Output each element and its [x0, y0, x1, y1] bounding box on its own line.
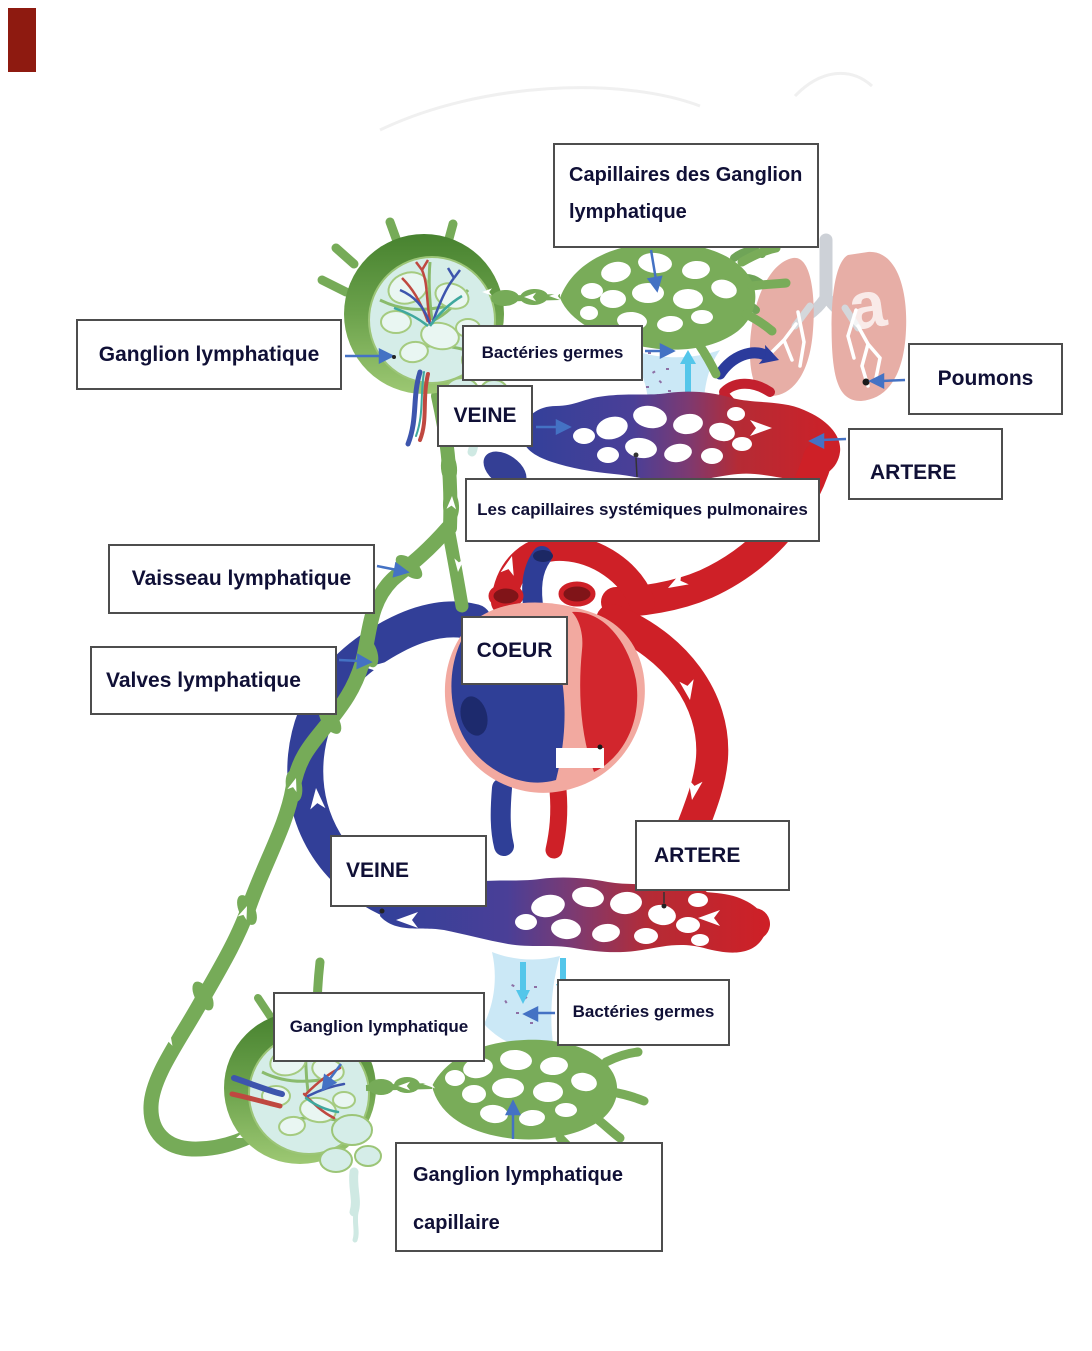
label-arrows — [316, 249, 906, 1139]
cut-vessel-opening — [488, 583, 524, 609]
capillary-holes-top — [573, 405, 752, 464]
cut-vessel-opening — [558, 581, 596, 607]
node-lobules — [380, 271, 481, 364]
label-veine-top: VEINE — [437, 385, 533, 447]
label-vaisseau-lymphatique: Vaisseau lymphatique — [108, 544, 375, 614]
label-capillaires-ganglion: Capillaires des Ganglion lymphatique — [553, 143, 819, 248]
label-artere-bottom: ARTERE — [635, 820, 790, 891]
node-lobules — [261, 1047, 356, 1137]
label-ganglion-capillaire: Ganglion lymphatique capillaire — [395, 1142, 663, 1252]
label-bacteries-bottom: Bactéries germes — [557, 979, 730, 1046]
lymph-loop — [143, 992, 282, 1157]
lymphatic-vessel — [143, 389, 469, 1157]
label-text: Bactéries germes — [481, 342, 624, 362]
bronchi-branches — [770, 308, 882, 388]
mesh-holes-bottom — [445, 1049, 597, 1127]
label-poumons: Poumons — [908, 343, 1063, 415]
label-text: VEINE — [346, 859, 410, 883]
red-curl-arrow — [719, 378, 775, 397]
tissue-fluid-top — [628, 348, 720, 400]
germ-specks-bottom — [504, 970, 537, 1024]
label-text: Valves lymphatique — [106, 668, 301, 692]
label-text: VEINE — [453, 404, 517, 428]
label-text: Ganglion lymphatique — [98, 342, 320, 366]
right-lung-lobe — [831, 251, 907, 401]
blue-curl-arrowhead — [758, 344, 779, 364]
label-text-line2: capillaire — [413, 1212, 500, 1234]
fluid-up-arrowhead — [680, 350, 696, 364]
node-hilum-vessels — [393, 259, 463, 327]
aortic-arch — [491, 534, 655, 615]
label-bacteries-top: Bactéries germes — [462, 325, 643, 381]
lymph-valve-bulges — [192, 452, 460, 1011]
lungs: a — [749, 233, 907, 401]
label-capillaires-systemiques: Les capillaires systémiques pulmonaires — [465, 478, 820, 542]
label-text: Capillaires des Ganglion lymphatique — [569, 164, 803, 223]
label-text: Vaisseau lymphatique — [131, 567, 352, 591]
blue-curl-arrow — [714, 347, 774, 380]
label-text: Ganglion lymphatique — [289, 1016, 469, 1036]
label-valves-lymphatique: Valves lymphatique — [90, 646, 337, 715]
faint-background-arcs — [379, 71, 874, 132]
lung-pointer-dot — [862, 378, 870, 386]
label-text: COEUR — [476, 638, 553, 662]
label-artere-top: ARTERE — [848, 428, 1003, 500]
label-text: ARTERE — [654, 843, 741, 867]
label-text: ARTERE — [870, 460, 957, 484]
label-coeur: COEUR — [461, 616, 568, 685]
label-ganglion-top: Ganglion lymphatique — [76, 319, 342, 390]
node-vessel-dangles — [405, 369, 430, 447]
label-veine-bottom: VEINE — [330, 835, 487, 907]
label-text-line1: Ganglion lymphatique — [413, 1164, 624, 1186]
label-connector-marks — [379, 452, 667, 914]
capillary-holes-bottom — [515, 886, 709, 946]
lymph-capillary-mesh-bottom — [365, 1039, 649, 1167]
label-ganglion-bottom: Ganglion lymphatique — [273, 992, 485, 1062]
heart-left-side-red — [572, 611, 638, 772]
label-text: Les capillaires systémiques pulmonaires — [477, 499, 808, 519]
corner-red-mark — [8, 8, 36, 72]
main-bronchi — [791, 302, 862, 332]
label-text: Poumons — [937, 367, 1034, 391]
node-spill-lobes — [319, 1114, 382, 1173]
label-text: Bactéries germes — [572, 1002, 715, 1022]
